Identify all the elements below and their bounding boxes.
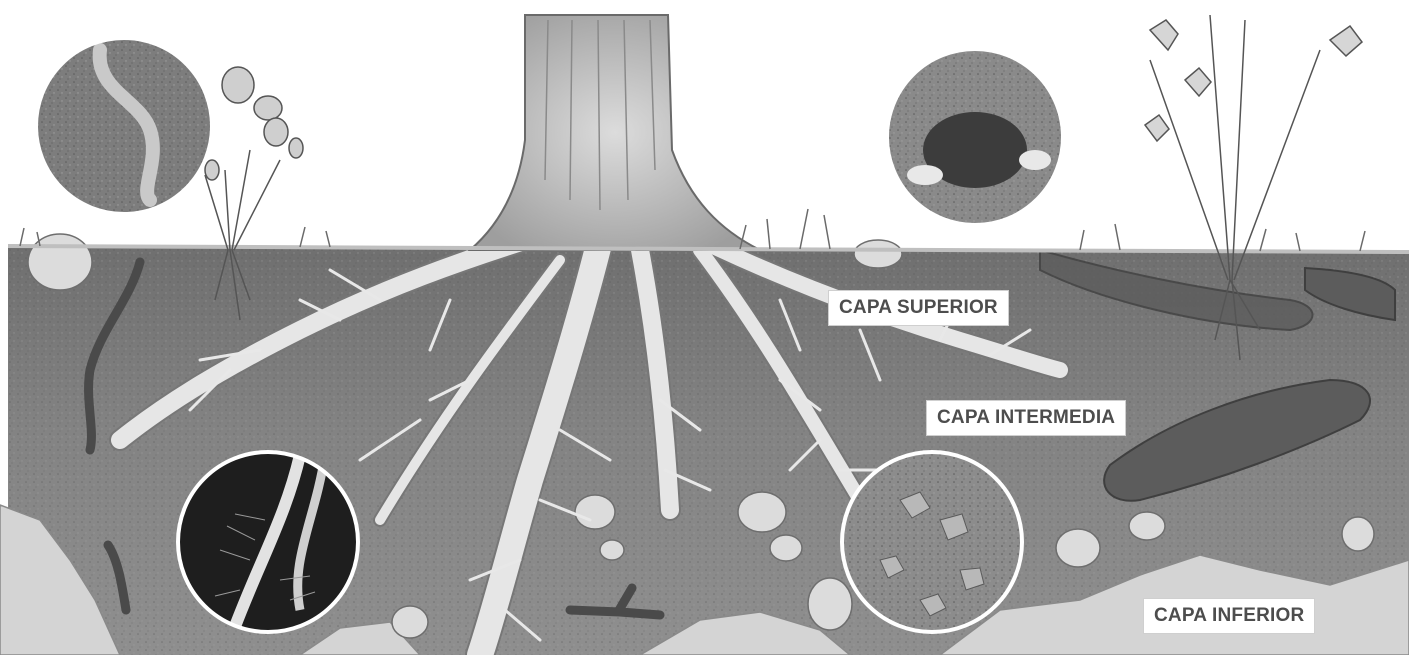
label-bottom-layer: CAPA INFERIOR xyxy=(1143,598,1315,634)
label-top-layer: CAPA SUPERIOR xyxy=(828,290,1009,326)
label-middle-layer: CAPA INTERMEDIA xyxy=(926,400,1126,436)
